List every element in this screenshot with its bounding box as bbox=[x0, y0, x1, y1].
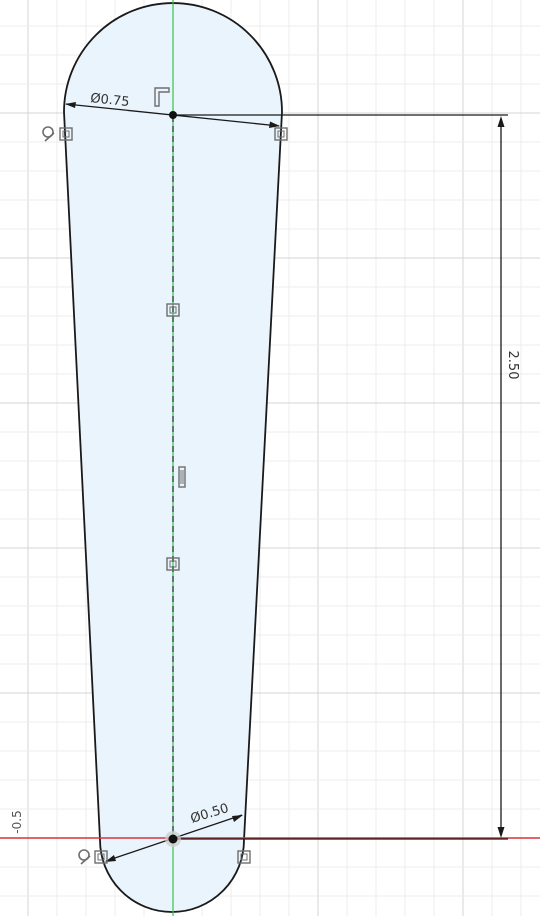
dimension-arrow-down bbox=[497, 827, 505, 838]
tangent-icon[interactable] bbox=[42, 126, 55, 142]
axis-value-label: -0.5 bbox=[10, 810, 24, 833]
bottom-diameter-arrow-left bbox=[105, 855, 116, 862]
tangent-icon[interactable] bbox=[78, 849, 91, 865]
coincident-icon[interactable] bbox=[166, 303, 180, 317]
parallel-icon[interactable] bbox=[178, 466, 186, 488]
coincident-icon[interactable] bbox=[94, 850, 108, 864]
top-diameter-label[interactable]: Ø0.75 bbox=[90, 91, 131, 110]
length-dimension[interactable]: 2.50 bbox=[173, 114, 520, 840]
origin-point[interactable] bbox=[168, 834, 178, 844]
dimension-arrow-up bbox=[497, 116, 505, 127]
top-center-point[interactable] bbox=[169, 111, 177, 119]
fix-icon[interactable] bbox=[154, 87, 170, 107]
coincident-icon[interactable] bbox=[166, 557, 180, 571]
coincident-icon[interactable] bbox=[59, 127, 73, 141]
top-diameter-arrow-right bbox=[269, 121, 280, 128]
coincident-icon[interactable] bbox=[274, 127, 288, 141]
constraint-glyphs bbox=[42, 87, 288, 865]
top-diameter-arrow-left bbox=[65, 102, 76, 108]
coincident-icon[interactable] bbox=[237, 850, 251, 864]
length-dimension-label[interactable]: 2.50 bbox=[505, 351, 520, 380]
bottom-diameter-arrow-right bbox=[232, 815, 243, 822]
